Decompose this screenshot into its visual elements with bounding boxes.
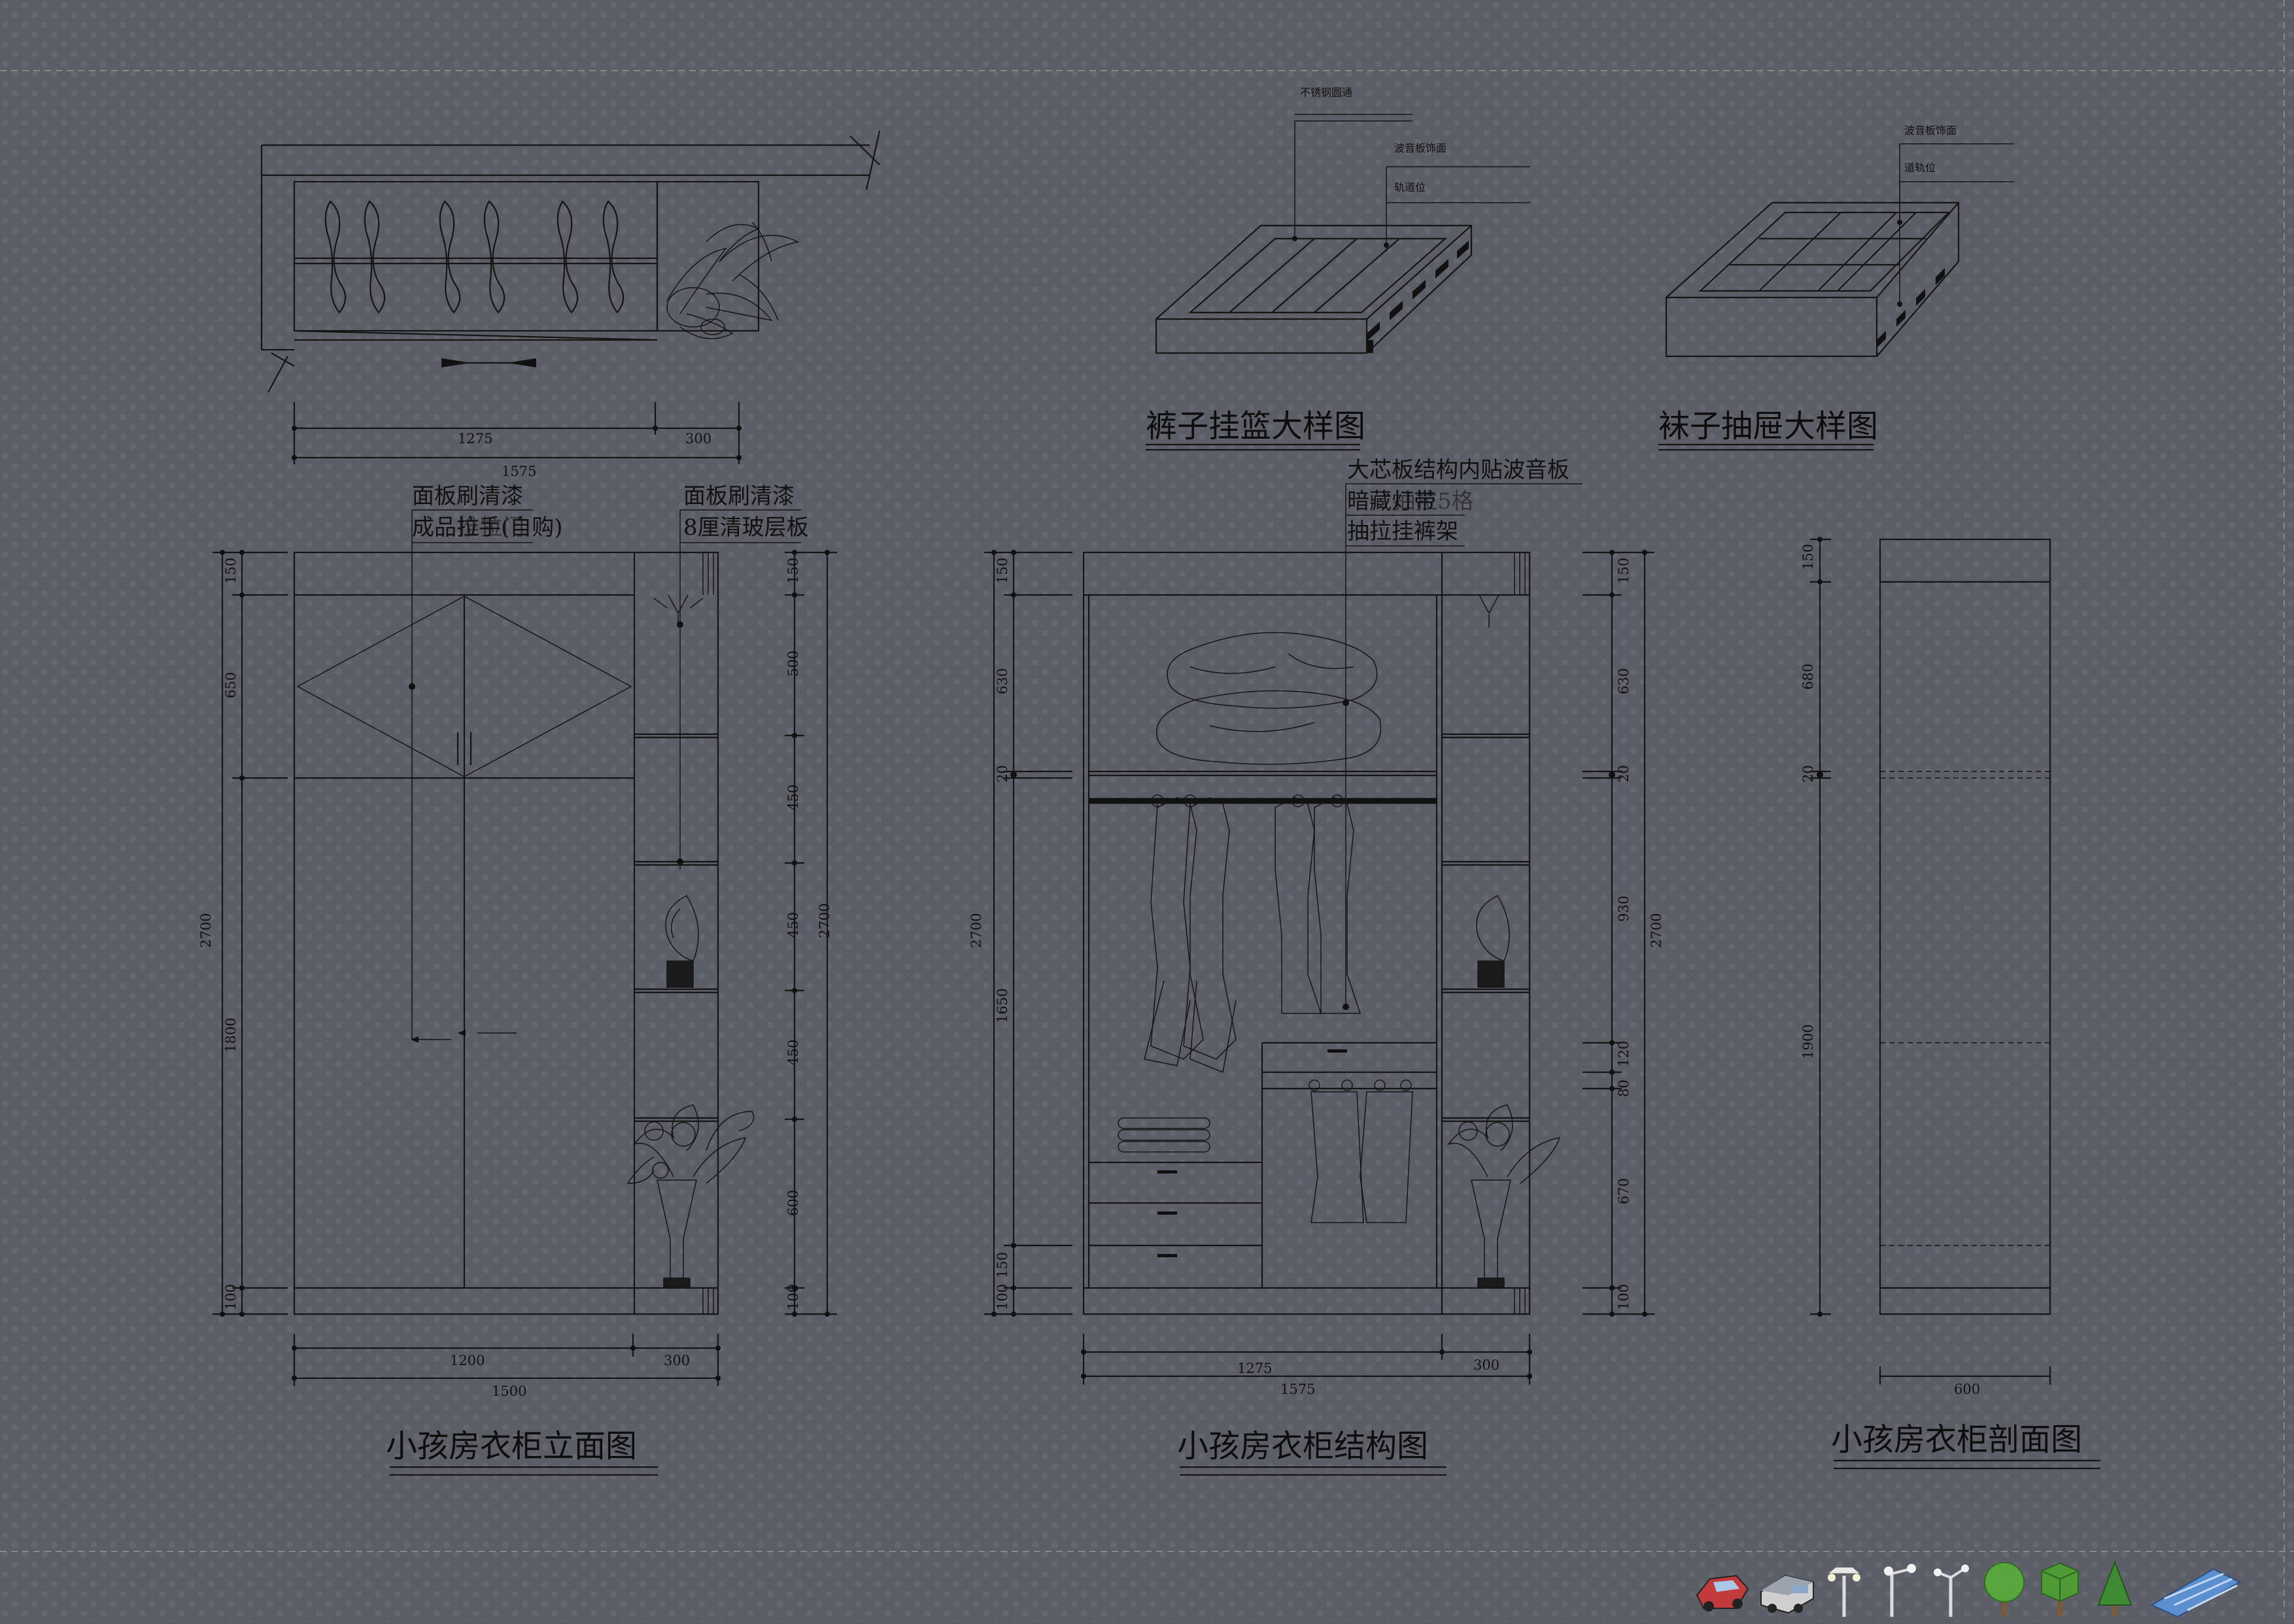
- object-library-toolbar: [1690, 1559, 2279, 1618]
- struct-dim-right-h: 100: [1616, 1284, 1632, 1310]
- box-tree-icon[interactable]: [2034, 1559, 2086, 1618]
- struct-dim-right-g: 670: [1616, 1178, 1632, 1204]
- elev-dim-right-a: 150: [785, 558, 801, 584]
- elev-dim-right-g: 100: [785, 1284, 801, 1310]
- section-dim-bottom: 600: [1954, 1381, 1980, 1397]
- section-dim-d: 1900: [1800, 1024, 1816, 1059]
- section-view: 150 680 20 1900 600 小孩房衣柜剖面图: [1800, 537, 2100, 1470]
- elev-note-2a: 面板刷清漆: [683, 483, 795, 509]
- elev-dim-bottom-b: 300: [664, 1353, 690, 1368]
- basket-note-3: 轨道位: [1394, 181, 1426, 194]
- structure-view: 大芯板结构内贴波音板 暗藏灯带 抽拉5格 抽拉挂裤架 2700 150 630 …: [968, 457, 1664, 1476]
- plan-dim-b: 300: [685, 431, 711, 447]
- section-dim-c: 20: [1800, 765, 1816, 783]
- struct-dim-bottom-b: 300: [1473, 1357, 1499, 1373]
- struct-dim-right-d: 930: [1616, 896, 1632, 922]
- elev-dim-right-d: 450: [785, 912, 801, 938]
- sock-drawer-title: 袜子抽屉大样图: [1658, 408, 1878, 445]
- elev-dim-bottom-a: 1200: [450, 1353, 485, 1368]
- plan-view: 1275 300 1575: [260, 130, 881, 479]
- elev-dim-right-e: 450: [785, 1040, 801, 1066]
- street-lamp-3-icon[interactable]: [1925, 1559, 1974, 1618]
- folded-clothes-icon: [1118, 1117, 1210, 1153]
- pants-basket-title: 裤子挂篮大样图: [1146, 408, 1365, 445]
- car-icon[interactable]: [1690, 1559, 1753, 1618]
- pants-basket-detail: 不锈钢圆通 波音板饰面 轨道位 裤子挂篮大样图: [1146, 86, 1530, 451]
- struct-dim-left-f: 100: [995, 1284, 1010, 1310]
- struct-dim-right-a: 150: [1616, 558, 1632, 584]
- section-dim-b: 680: [1800, 664, 1816, 690]
- elev-note-2b: 8厘清玻层板: [683, 515, 809, 541]
- struct-dim-left-d: 1650: [995, 989, 1010, 1023]
- struct-note-b: 暗藏灯带: [1347, 488, 1436, 515]
- struct-dim-left-e: 150: [995, 1252, 1010, 1278]
- sock-drawer-detail: 波音板饰面 道轨位 袜子抽屉大样图: [1658, 124, 2014, 451]
- elev-dim-left-total: 2700: [198, 913, 214, 948]
- elev-dim-left-a: 150: [223, 558, 239, 584]
- plan-dim-a: 1275: [458, 431, 492, 447]
- basket-note-2: 波音板饰面: [1394, 142, 1447, 154]
- struct-dim-right-e: 120: [1616, 1041, 1632, 1067]
- hanging-clothes-icon: [1144, 794, 1361, 1074]
- flower-vase-icon: [626, 1104, 755, 1289]
- structure-title: 小孩房衣柜结构图: [1177, 1428, 1428, 1464]
- sculpture-icon: [665, 895, 699, 988]
- section-title: 小孩房衣柜剖面图: [1831, 1421, 2082, 1458]
- struct-dim-right-c: 20: [1616, 765, 1632, 783]
- elev-dim-right-c: 450: [785, 785, 801, 811]
- round-tree-icon[interactable]: [1978, 1559, 2030, 1618]
- struct-dim-left-total: 2700: [968, 913, 984, 948]
- elev-dim-right-f: 600: [785, 1190, 801, 1216]
- elevation-title: 小孩房衣柜立面图: [386, 1428, 637, 1464]
- solar-panel-icon[interactable]: [2148, 1559, 2243, 1618]
- struct-dim-left-c: 20: [995, 765, 1010, 783]
- struct-note-c: 抽拉挂裤架: [1347, 518, 1458, 545]
- struct-dim-bottom-total: 1575: [1280, 1381, 1315, 1397]
- struct-note-b2: 抽拉5格: [1393, 488, 1474, 515]
- elev-note-1a: 面板刷清漆: [412, 483, 523, 509]
- elevation-view: 面板刷清漆 成品拉手(自购) 推拉门 面板刷清漆 8厘清玻层板 2700 150…: [198, 483, 837, 1476]
- struct-dim-right-f: 80: [1616, 1079, 1632, 1097]
- drawer-note-1: 波音板饰面: [1904, 124, 1957, 137]
- elev-dim-left-d: 100: [223, 1284, 239, 1310]
- drawer-note-2: 道轨位: [1904, 161, 1936, 174]
- plan-dim-total: 1575: [502, 464, 536, 479]
- section-dim-a: 150: [1800, 544, 1816, 570]
- struct-dim-right-b: 630: [1616, 668, 1632, 694]
- elev-dim-right-total: 2700: [817, 904, 832, 938]
- pants-rack-icon: [1309, 1079, 1413, 1223]
- elev-dim-left-b: 650: [223, 672, 239, 698]
- struct-note-a: 大芯板结构内贴波音板: [1347, 457, 1569, 483]
- elev-dim-right-b: 500: [785, 651, 801, 677]
- elev-note-1c: 推拉门: [458, 515, 524, 541]
- street-lamp-2-icon[interactable]: [1872, 1559, 1921, 1618]
- street-lamp-icon[interactable]: [1820, 1559, 1869, 1618]
- struct-dim-left-a: 150: [995, 558, 1010, 584]
- elev-dim-bottom-total: 1500: [492, 1383, 526, 1399]
- elev-dim-left-c: 1800: [223, 1018, 239, 1053]
- struct-dim-left-b: 630: [995, 668, 1010, 694]
- struct-dim-bottom-a: 1275: [1237, 1361, 1272, 1376]
- cone-tree-icon[interactable]: [2091, 1559, 2140, 1618]
- plant-plan-icon: [666, 222, 800, 339]
- basket-note-1: 不锈钢圆通: [1300, 86, 1352, 99]
- van-icon[interactable]: [1756, 1559, 1818, 1618]
- elev-note-1b: 成品拉手(自购): [412, 515, 563, 541]
- struct-dim-right-total: 2700: [1649, 913, 1664, 948]
